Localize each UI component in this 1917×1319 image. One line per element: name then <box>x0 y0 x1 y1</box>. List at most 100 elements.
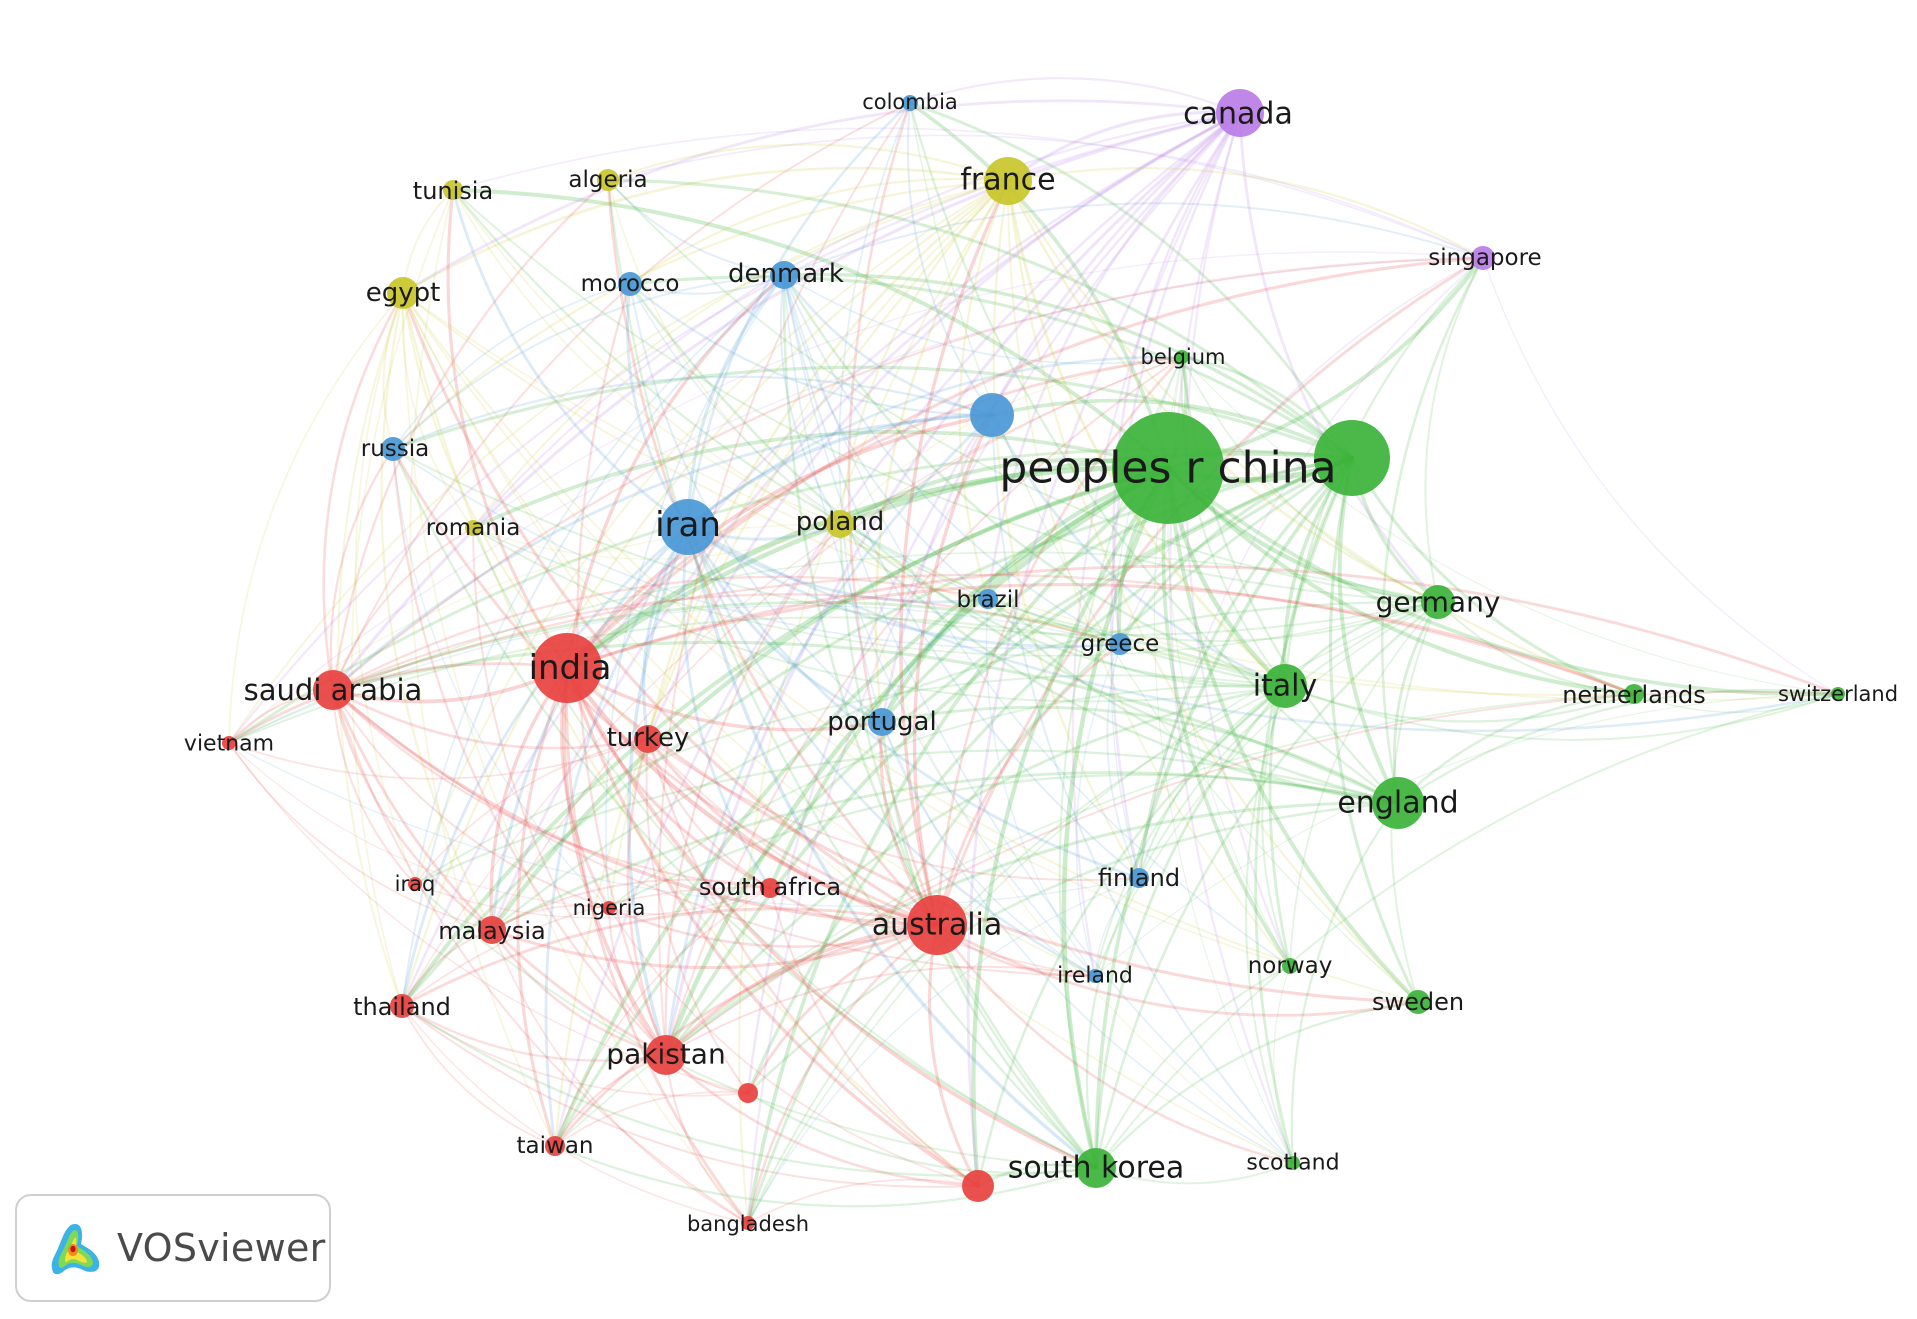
node-ireland[interactable] <box>1088 969 1102 983</box>
link <box>565 564 1840 696</box>
node-nigeria[interactable] <box>602 901 616 915</box>
node-netherlands[interactable] <box>1624 684 1644 704</box>
link <box>332 689 1096 977</box>
node-england[interactable] <box>1372 777 1424 829</box>
node-taiwan[interactable] <box>545 1136 565 1156</box>
link <box>646 179 1010 741</box>
node-thailand[interactable] <box>390 994 414 1018</box>
link <box>392 448 1439 637</box>
node-singapore[interactable] <box>1471 246 1495 270</box>
link <box>392 274 785 450</box>
node-scotland[interactable] <box>1286 1156 1300 1170</box>
node-sweden[interactable] <box>1406 990 1430 1014</box>
link <box>490 771 1400 932</box>
link <box>1112 111 1242 646</box>
node-tunisia[interactable] <box>443 180 463 200</box>
node-australia[interactable] <box>907 895 967 955</box>
node-saudi-arabia[interactable] <box>313 670 353 710</box>
node-malaysia[interactable] <box>478 916 506 944</box>
link <box>608 180 1009 909</box>
link <box>402 292 1419 1003</box>
link <box>991 414 1294 1164</box>
link <box>664 111 1242 1057</box>
node-pakistan[interactable] <box>646 1035 686 1075</box>
node-unlabeled-red[interactable] <box>738 1083 758 1103</box>
node-iraq[interactable] <box>408 877 422 891</box>
link <box>909 102 1419 1003</box>
node-poland[interactable] <box>826 510 854 538</box>
link <box>544 525 690 1148</box>
link <box>746 923 939 1095</box>
node-romania[interactable] <box>465 520 481 536</box>
link <box>647 738 771 889</box>
link <box>1238 111 1440 604</box>
link <box>553 1144 1098 1208</box>
node-south-korea[interactable] <box>1076 1148 1116 1188</box>
node-peoples-r-china[interactable] <box>1112 412 1224 524</box>
node-france[interactable] <box>984 157 1032 205</box>
link <box>472 527 1097 1169</box>
node-denmark[interactable] <box>770 261 798 289</box>
node-egypt[interactable] <box>387 277 419 309</box>
node-italy[interactable] <box>1263 664 1307 708</box>
link <box>908 76 1242 115</box>
node-finland[interactable] <box>1129 868 1149 888</box>
link <box>664 1053 980 1188</box>
node-india[interactable] <box>532 633 602 703</box>
link <box>606 178 1098 1170</box>
link <box>564 451 1355 671</box>
link <box>839 523 1294 1164</box>
node-norway[interactable] <box>1282 958 1298 974</box>
node-canada[interactable] <box>1216 89 1264 137</box>
link <box>606 178 1354 460</box>
label-algeria: algeria <box>568 167 647 193</box>
link <box>402 292 1291 967</box>
node-russia[interactable] <box>381 437 405 461</box>
link <box>783 274 1140 879</box>
node-brazil[interactable] <box>978 589 998 609</box>
node-algeria[interactable] <box>597 169 619 191</box>
node-morocco[interactable] <box>618 272 642 296</box>
link <box>565 355 1184 670</box>
node-bangladesh[interactable] <box>741 1216 755 1230</box>
link <box>331 688 772 890</box>
label-switzerland: switzerland <box>1778 682 1898 706</box>
link <box>629 283 989 600</box>
label-russia: russia <box>361 436 429 462</box>
node-vietnam[interactable] <box>222 736 236 750</box>
link <box>986 597 1400 805</box>
link <box>645 738 749 1094</box>
link <box>516 666 569 1148</box>
vosviewer-logo-icon <box>51 1224 100 1275</box>
node-colombia[interactable] <box>902 95 918 111</box>
link <box>1094 684 1287 1170</box>
link <box>1094 877 1140 977</box>
node-unlabeled-red-2[interactable] <box>962 1170 994 1202</box>
node-south-africa[interactable] <box>760 878 780 898</box>
node-greece[interactable] <box>1109 633 1131 655</box>
link <box>331 111 1242 692</box>
node-turkey[interactable] <box>634 725 662 753</box>
link <box>1337 456 1400 805</box>
node-switzerland[interactable] <box>1831 687 1845 701</box>
link <box>391 447 1098 1170</box>
link <box>629 274 785 295</box>
node-germany[interactable] <box>1421 585 1455 619</box>
node-unlabeled-blue[interactable] <box>970 393 1014 437</box>
node-iran[interactable] <box>660 499 716 555</box>
link <box>746 456 1354 1095</box>
link <box>1061 465 1171 1171</box>
node-usa[interactable] <box>1314 420 1390 496</box>
link <box>331 256 1485 692</box>
label-italy: italy <box>1253 669 1318 704</box>
link <box>627 525 690 1057</box>
link <box>746 1091 1098 1175</box>
link <box>1289 601 1439 967</box>
link <box>1290 801 1400 1165</box>
link <box>935 923 1420 1017</box>
label-germany: germany <box>1376 586 1501 619</box>
node-portugal[interactable] <box>868 708 896 736</box>
link <box>657 102 911 1056</box>
link <box>838 522 1400 805</box>
node-belgium[interactable] <box>1175 350 1189 364</box>
